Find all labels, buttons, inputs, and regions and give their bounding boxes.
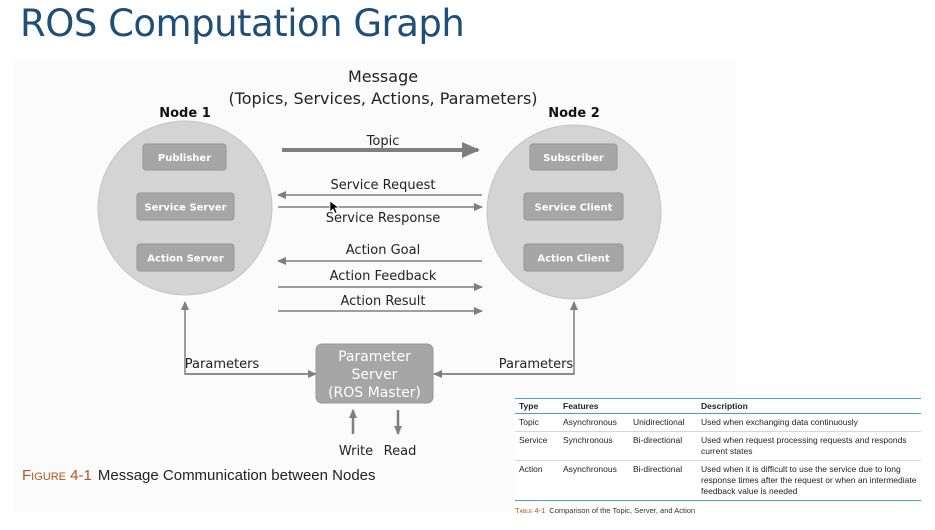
table-header-features-2 — [629, 398, 697, 414]
message-subtitle: (Topics, Services, Actions, Parameters) — [228, 89, 537, 108]
service-response-label: Service Response — [326, 211, 441, 226]
table-caption-text: Comparison of the Topic, Server, and Act… — [549, 506, 696, 516]
table-cell: Topic — [515, 413, 559, 433]
table-cell: Service — [515, 431, 559, 462]
service-client-label: Service Client — [535, 203, 613, 214]
action-goal-label: Action Goal — [346, 243, 420, 258]
parameter-server-line1: Parameter — [338, 349, 411, 365]
table-cell: Used when it is difficult to use the ser… — [697, 460, 921, 502]
node2-title: Node 2 — [548, 106, 600, 121]
publisher-label: Publisher — [158, 153, 211, 164]
action-server-label: Action Server — [147, 254, 224, 265]
table-header-features: Features — [559, 398, 629, 414]
parameter-server-box: Parameter Server (ROS Master) — [315, 343, 434, 404]
action-feedback-label: Action Feedback — [330, 269, 437, 284]
figure-caption: Figure 4-1 Message Communication between … — [22, 467, 376, 484]
figure-caption-label: Figure 4-1 — [22, 467, 92, 484]
table-header-type: Type — [515, 398, 559, 414]
parameter-server-line2: Server — [352, 367, 398, 383]
table-cell: Used when request processing requests an… — [697, 431, 921, 462]
action-server-button: Action Server — [136, 243, 235, 272]
subscriber-button: Subscriber — [529, 143, 618, 171]
service-request-label: Service Request — [331, 178, 436, 193]
service-client-button: Service Client — [523, 192, 624, 221]
node1-title: Node 1 — [159, 106, 211, 121]
table-cell: Asynchronous — [559, 413, 629, 433]
table-cell: Unidirectional — [629, 413, 697, 433]
parameter-server-line3: (ROS Master) — [328, 385, 421, 401]
comparison-table-panel: Type Features Description Topic Asynchro… — [515, 398, 921, 516]
table-cell: Used when exchanging data continuously — [697, 413, 921, 433]
table-cell: Bi-directional — [629, 431, 697, 462]
action-client-label: Action Client — [537, 254, 609, 265]
parameters-left-label: Parameters — [185, 357, 260, 372]
comparison-table: Type Features Description Topic Asynchro… — [515, 398, 921, 502]
figure-caption-text: Message Communication between Nodes — [97, 467, 376, 484]
table-header-description: Description — [697, 398, 921, 414]
page-title: ROS Computation Graph — [20, 2, 465, 45]
message-title: Message — [348, 67, 418, 86]
table-cell: Synchronous — [559, 431, 629, 462]
table-row: Topic Asynchronous Unidirectional Used w… — [515, 413, 921, 433]
table-caption-label: Table 4-1 — [515, 506, 546, 516]
table-row: Service Synchronous Bi-directional Used … — [515, 431, 921, 462]
action-client-button: Action Client — [523, 243, 624, 272]
service-server-button: Service Server — [136, 192, 235, 221]
subscriber-label: Subscriber — [543, 153, 604, 164]
table-cell: Bi-directional — [629, 460, 697, 502]
write-label: Write — [339, 444, 373, 459]
publisher-button: Publisher — [142, 143, 227, 171]
read-label: Read — [384, 444, 417, 459]
parameters-right-label: Parameters — [499, 357, 574, 372]
table-header-row: Type Features Description — [515, 398, 921, 414]
table-row: Action Asynchronous Bi-directional Used … — [515, 460, 921, 502]
action-result-label: Action Result — [340, 294, 425, 309]
table-cell: Action — [515, 460, 559, 502]
table-cell: Asynchronous — [559, 460, 629, 502]
topic-label: Topic — [366, 134, 400, 149]
mouse-cursor-icon — [329, 200, 341, 214]
service-server-label: Service Server — [144, 203, 226, 214]
